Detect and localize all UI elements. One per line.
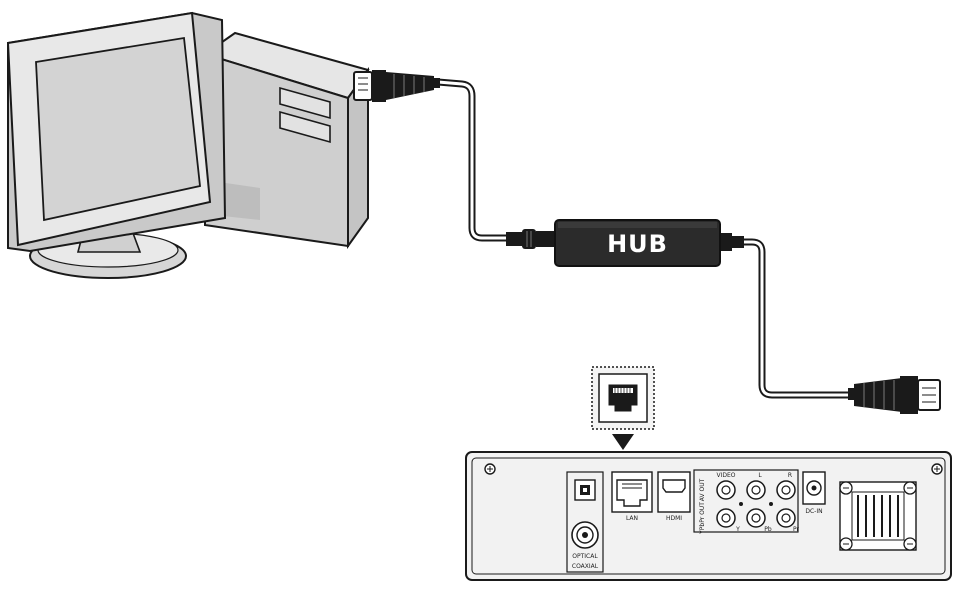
dc-in-label: DC-IN: [805, 508, 822, 515]
network-hub: HUB: [506, 219, 744, 267]
lan-port-callout: [591, 366, 655, 430]
lan-port: [611, 471, 653, 513]
media-player-rear-panel: OPTICAL COAXIAL LAN HDMI VIDEO L R AV OU…: [465, 451, 952, 581]
y-label: Y: [735, 526, 740, 533]
network-cable-hub-to-player: [738, 238, 856, 399]
rca-jack-y: [716, 508, 736, 528]
rca-jack-pr: [776, 508, 796, 528]
av-out-label: AV OUT: [699, 478, 706, 501]
audio-r-label: R: [788, 472, 792, 479]
callout-arrow: [612, 434, 634, 450]
optical-port: [574, 479, 596, 501]
hdmi-port: [657, 471, 691, 513]
ypbpr-out-label: YPbPr OUT: [699, 502, 706, 535]
optical-label: OPTICAL: [572, 553, 598, 560]
video-label: VIDEO: [716, 472, 735, 479]
computer-monitor: [6, 11, 227, 253]
audio-l-label: L: [758, 472, 762, 479]
screw-icon: [484, 463, 496, 475]
hub-label: HUB: [607, 230, 668, 258]
network-cable-pc-to-hub: [434, 78, 514, 242]
dc-in-port: [802, 471, 826, 505]
rca-jack-audio-r: [776, 480, 796, 500]
rca-jack-pb: [746, 508, 766, 528]
desktop-computer: [6, 11, 370, 279]
lan-label: LAN: [626, 515, 638, 522]
vent-grill: [839, 481, 917, 551]
coaxial-label: COAXIAL: [572, 563, 599, 570]
screw-icon: [931, 463, 943, 475]
rj45-plug-left: [353, 70, 440, 102]
hdmi-label: HDMI: [666, 515, 682, 522]
pr-label: Pr: [793, 526, 800, 533]
rca-jack-video: [716, 480, 736, 500]
pb-label: Pb: [764, 526, 772, 533]
rca-jack-audio-l: [746, 480, 766, 500]
computer-tower: [202, 31, 370, 250]
coaxial-port: [571, 521, 599, 549]
rj45-plug-right: [848, 376, 941, 414]
